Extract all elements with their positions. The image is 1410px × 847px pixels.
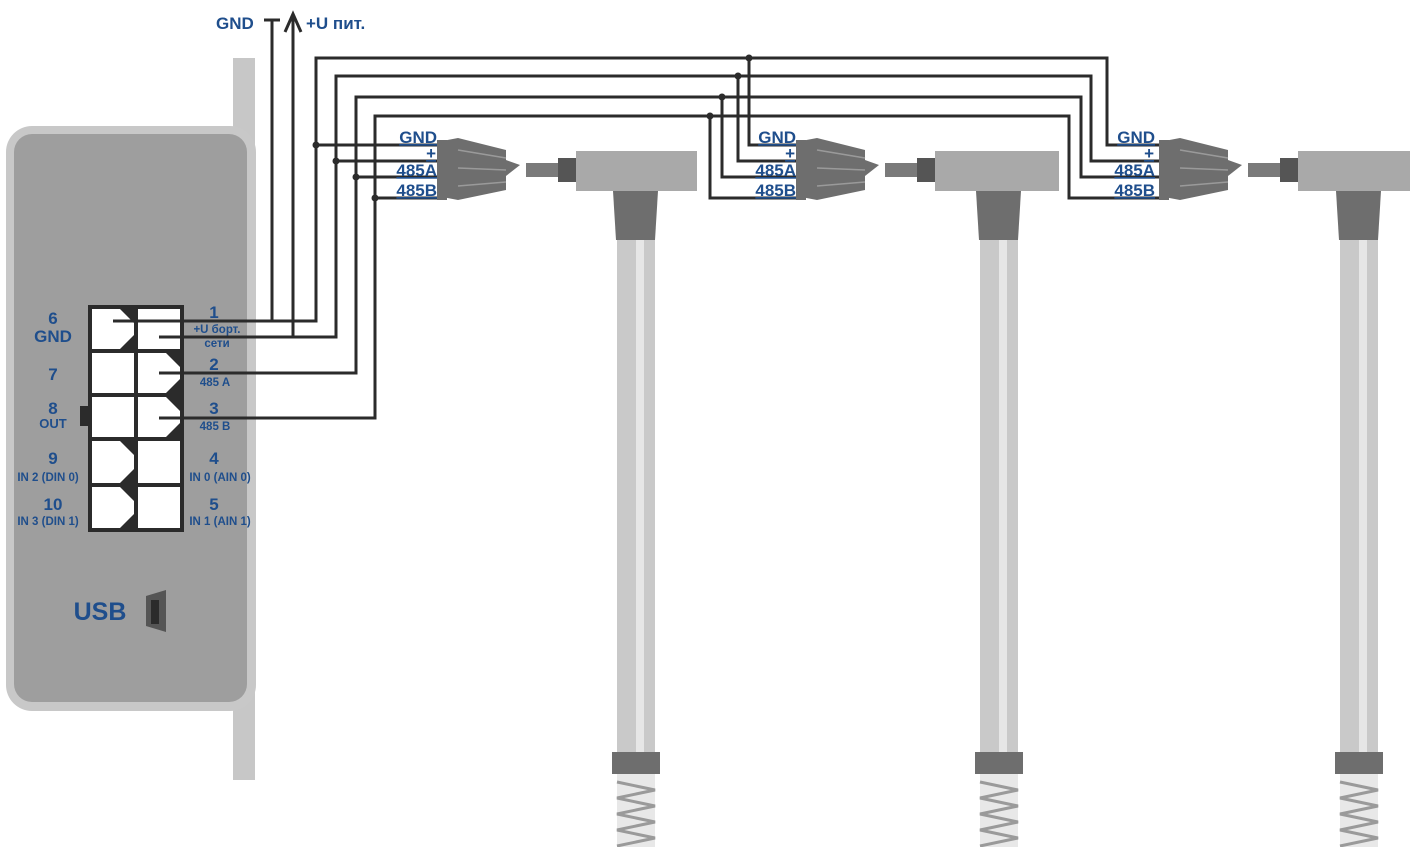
pin-8-number: 8 — [48, 399, 57, 418]
usb-port-icon — [146, 590, 166, 632]
pin-5-number: 5 — [209, 495, 218, 514]
pin-4-number: 4 — [209, 449, 219, 468]
usb-label: USB — [74, 598, 127, 626]
gnd-supply-label: GND — [216, 14, 254, 33]
sensor-1-485b-label: 485B — [396, 181, 437, 200]
pin-6-number: 6 — [48, 309, 57, 328]
wire-gnd-bus — [272, 56, 1159, 323]
pin-7-socket — [92, 353, 134, 393]
pin-10-number: 10 — [44, 495, 63, 514]
sensor-3-485b-label: 485B — [1114, 181, 1155, 200]
sensor-1-plus-label: + — [426, 144, 436, 163]
sensor-2-485a-label: 485A — [755, 161, 796, 180]
pin-3-name: 485 B — [200, 421, 231, 433]
terminal-device: 6 GND 7 8 OUT 9 IN 2 (DIN 0) 10 IN 3 (DI… — [6, 58, 256, 780]
pin-1-name: +U борт. — [193, 324, 240, 336]
pin-2-number: 2 — [209, 355, 218, 374]
pin-8-name: OUT — [39, 416, 67, 431]
wiring — [113, 16, 1159, 420]
sensor-1-485a-label: 485A — [396, 161, 437, 180]
plus-supply-label: +U пит. — [306, 14, 365, 33]
sensor-2-gnd-label: GND — [758, 128, 796, 147]
pin-1-name-line2: сети — [204, 338, 229, 350]
pin-7-number: 7 — [48, 365, 57, 384]
connector-latch — [80, 406, 88, 426]
sensor-1-gnd-label: GND — [399, 128, 437, 147]
pin-3-number: 3 — [209, 399, 218, 418]
pin-4-socket — [138, 441, 180, 483]
terminal-connector-block — [80, 305, 184, 532]
pin-8-socket — [92, 397, 134, 437]
pin-5-socket — [138, 487, 180, 528]
pin-1-number: 1 — [209, 303, 218, 322]
fuel-sensor-3 — [1159, 138, 1410, 847]
pin-6-name: GND — [34, 327, 72, 346]
sensor-3-plus-label: + — [1144, 144, 1154, 163]
fuel-sensor-2 — [796, 138, 1059, 847]
fuel-sensor-1 — [437, 138, 697, 847]
wire-plus-bus — [293, 74, 1159, 339]
pin-2-name: 485 A — [200, 377, 230, 389]
pin-5-name: IN 1 (AIN 1) — [189, 516, 251, 528]
pin-9-number: 9 — [48, 449, 57, 468]
sensor-2-plus-label: + — [785, 144, 795, 163]
sensor-3-485a-label: 485A — [1114, 161, 1155, 180]
arrow-up-icon — [283, 10, 303, 33]
sensor-2-485b-label: 485B — [755, 181, 796, 200]
pin-10-name: IN 3 (DIN 1) — [17, 516, 79, 528]
sensor-3-gnd-label: GND — [1117, 128, 1155, 147]
pin-4-name: IN 0 (AIN 0) — [189, 472, 251, 484]
pin-1-socket — [138, 309, 180, 349]
pin-9-name: IN 2 (DIN 0) — [17, 472, 79, 484]
